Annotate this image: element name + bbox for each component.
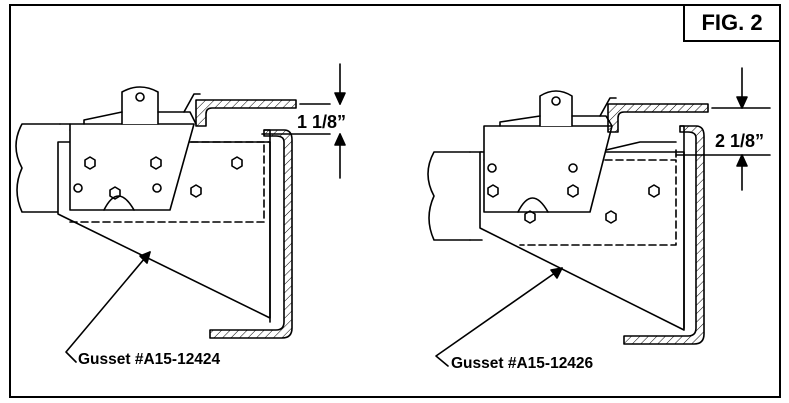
left-assembly bbox=[15, 63, 346, 363]
right-latch bbox=[539, 90, 573, 127]
left-latch bbox=[121, 86, 159, 125]
figure-label: FIG. 2 bbox=[683, 4, 781, 42]
left-callout-leader bbox=[65, 251, 151, 363]
right-bracket-plate bbox=[483, 125, 613, 213]
right-bolts bbox=[487, 163, 660, 224]
left-dimension-label: 1 1/8” bbox=[297, 112, 347, 132]
left-gusset-callout: Gusset #A15-12424 bbox=[78, 351, 221, 368]
right-assembly bbox=[427, 67, 771, 367]
figure-frame bbox=[9, 4, 781, 398]
right-callout-leader bbox=[435, 267, 563, 367]
right-frame-rail bbox=[427, 151, 471, 241]
right-gusset-callout: Gusset #A15-12426 bbox=[451, 355, 594, 372]
right-channel bbox=[607, 103, 709, 133]
right-dimension-label: 2 1/8” bbox=[715, 131, 765, 151]
left-bolts bbox=[73, 156, 243, 200]
left-channel bbox=[195, 99, 297, 127]
left-frame-rail bbox=[15, 123, 61, 213]
